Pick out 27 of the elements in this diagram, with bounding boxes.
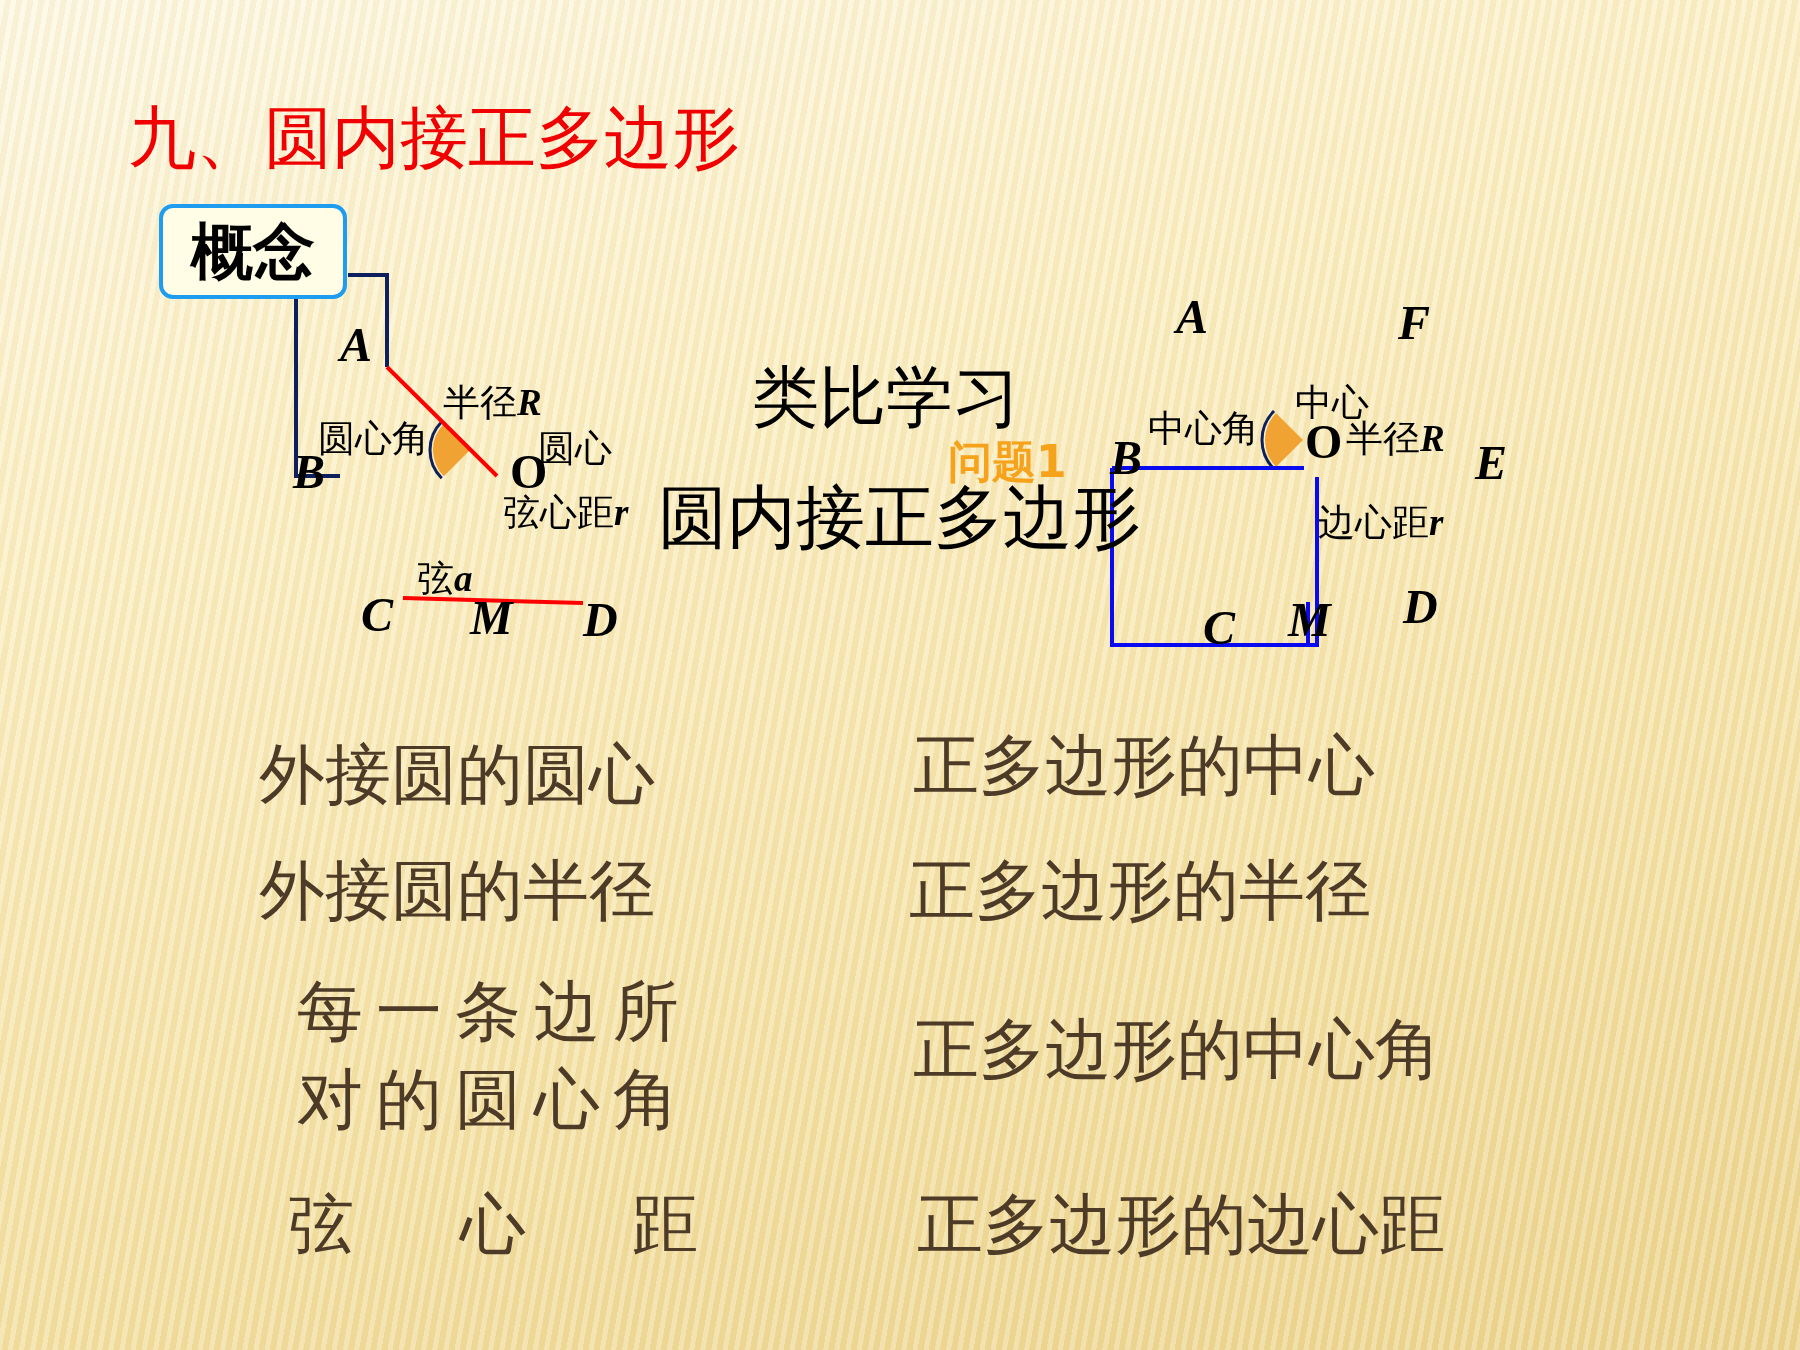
radius-label: 半径R — [1346, 420, 1445, 457]
term-text: 正多边形的中心 — [913, 733, 1375, 799]
point-label: D — [1403, 583, 1438, 631]
term-text: 外接圆的圆心 — [259, 742, 655, 808]
concept-box: 概念 — [159, 204, 347, 299]
distance-label: 边心距r — [1318, 504, 1444, 541]
point-label: D — [583, 596, 618, 644]
point-label: E — [1475, 439, 1507, 487]
point-label: F — [1398, 299, 1430, 347]
term-text: 弦心距 — [288, 1192, 698, 1258]
term-text: 正多边形的半径 — [909, 858, 1371, 924]
term-text: 正多边形的边心距 — [917, 1192, 1445, 1258]
point-label: C — [1203, 604, 1235, 652]
point-label: O — [1305, 418, 1343, 466]
radius-label: 半径R — [443, 384, 542, 421]
heading-text: 类比学习 — [752, 364, 1020, 431]
term-text: 外接圆的半径 — [259, 858, 655, 924]
distance-label: 弦心距r — [503, 494, 629, 531]
slide-title: 九、圆内接正多边形 — [128, 104, 740, 172]
chord-label: 弦a — [417, 560, 473, 597]
point-label: M — [470, 594, 513, 642]
point-label: C — [361, 591, 393, 639]
center-label: 中心 — [1295, 384, 1369, 421]
question-label: 问题1 — [948, 440, 1067, 484]
angle-label: 中心角 — [1148, 410, 1259, 447]
term-text: 正多边形的中心角 — [913, 1017, 1441, 1083]
term-text: 每一条边所对的圆心角 — [297, 972, 693, 1140]
